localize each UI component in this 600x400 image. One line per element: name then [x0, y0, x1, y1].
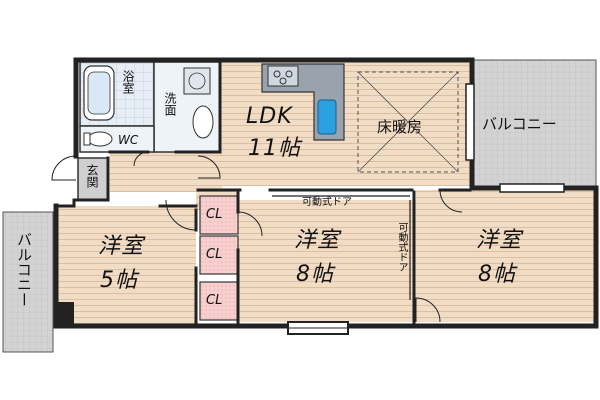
- sliding-door-horizontal-label: 可動式ドア: [302, 197, 352, 208]
- hall-floor: [110, 150, 222, 192]
- balcony-east-label: バルコニー: [482, 115, 557, 133]
- door-swings: [51, 151, 463, 323]
- balcony-west-area: [2, 211, 54, 353]
- window-east: [465, 83, 475, 161]
- closet-1-label: CL: [206, 207, 223, 222]
- stove-icon: [267, 65, 299, 87]
- room-west-floor: [56, 206, 196, 324]
- entrance-label: 玄関: [85, 164, 99, 188]
- room-center-floor: [238, 200, 416, 322]
- room-west-size: 5帖: [100, 268, 138, 293]
- pillar: [56, 302, 74, 326]
- bath-label: 浴室: [121, 70, 135, 94]
- floor-heating-label: 床暖房: [377, 118, 423, 136]
- room-center-name: 洋室: [294, 228, 341, 253]
- window-balcony: [499, 183, 565, 193]
- closet-2-label: CL: [206, 247, 223, 262]
- room-west-name: 洋室: [98, 234, 145, 259]
- washer-icon: [183, 67, 211, 95]
- balcony-east-area: [471, 59, 597, 189]
- closet-3-label: CL: [206, 293, 223, 308]
- room-east-name: 洋室: [476, 228, 523, 253]
- balcony-west-label: バルコニー: [15, 232, 33, 307]
- closet-1: [199, 195, 239, 235]
- washbasin-icon: [192, 105, 214, 139]
- toilet-icon: [87, 131, 113, 147]
- room-center-size: 8帖: [296, 262, 334, 287]
- sliding-door-vertical-label: 可動式ドア: [396, 222, 407, 272]
- sink-icon: [317, 99, 337, 135]
- room-east-floor: [416, 190, 594, 322]
- ldk-name: LDK: [246, 104, 293, 129]
- washroom-label: 洗面: [163, 92, 177, 116]
- wc-label: WC: [118, 133, 139, 147]
- closet-2: [199, 235, 239, 275]
- room-east-size: 8帖: [478, 262, 516, 287]
- ldk-size: 11帖: [248, 136, 301, 161]
- floor-heating-zone: [357, 71, 459, 173]
